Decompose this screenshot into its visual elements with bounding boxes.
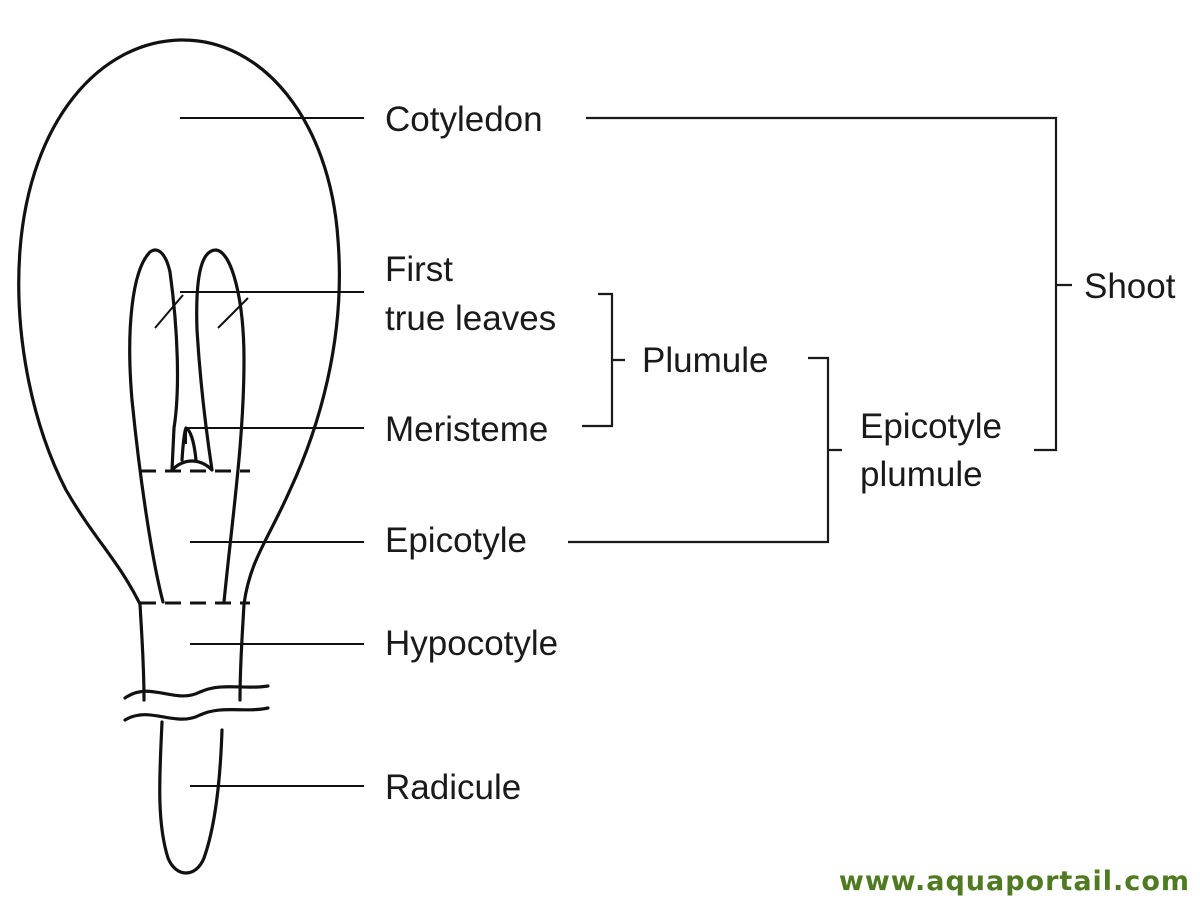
hypocotyl-left-side: [138, 602, 146, 702]
leaf-hatch-right: [217, 297, 249, 329]
break-mark-lower: [123, 706, 270, 722]
epicotyle-label: Epicotyle: [385, 521, 527, 560]
plumule-bracket: [582, 292, 625, 428]
epicotyle-plumule-label-line2: plumule: [860, 455, 983, 494]
brackets: [568, 116, 1072, 544]
epicotyle-plumule-bracket: [568, 356, 842, 544]
meristem-notch: [180, 426, 198, 462]
meristeme-label: Meristeme: [385, 410, 548, 449]
labels: Cotyledon First true leaves Meristeme Ep…: [385, 100, 1176, 807]
hypocotyl-right-side: [238, 602, 246, 702]
shoot-bracket: [586, 116, 1072, 452]
cotyledon-label: Cotyledon: [385, 100, 543, 139]
break-mark-upper: [123, 684, 270, 700]
hypocotyle-label: Hypocotyle: [385, 624, 558, 663]
radicule-label: Radicule: [385, 768, 521, 807]
epicotyle-plumule-label-line1: Epicotyle: [860, 407, 1002, 446]
meristeme-leader: [185, 427, 364, 444]
epicotyl-and-first-leaves-outline: [128, 248, 246, 604]
leader-lines: [180, 117, 364, 787]
first-true-leaves-label-line2: true leaves: [385, 299, 556, 338]
plumule-label: Plumule: [642, 341, 768, 380]
shoot-label: Shoot: [1084, 267, 1176, 306]
first-true-leaves-label-line1: First: [385, 250, 453, 289]
watermark: www.aquaportail.com: [839, 866, 1190, 897]
seedling-drawing: [17, 38, 341, 875]
leaf-hatch-left: [154, 294, 184, 329]
radicle-outline: [158, 720, 224, 875]
cotyledon-outline: [17, 38, 341, 606]
